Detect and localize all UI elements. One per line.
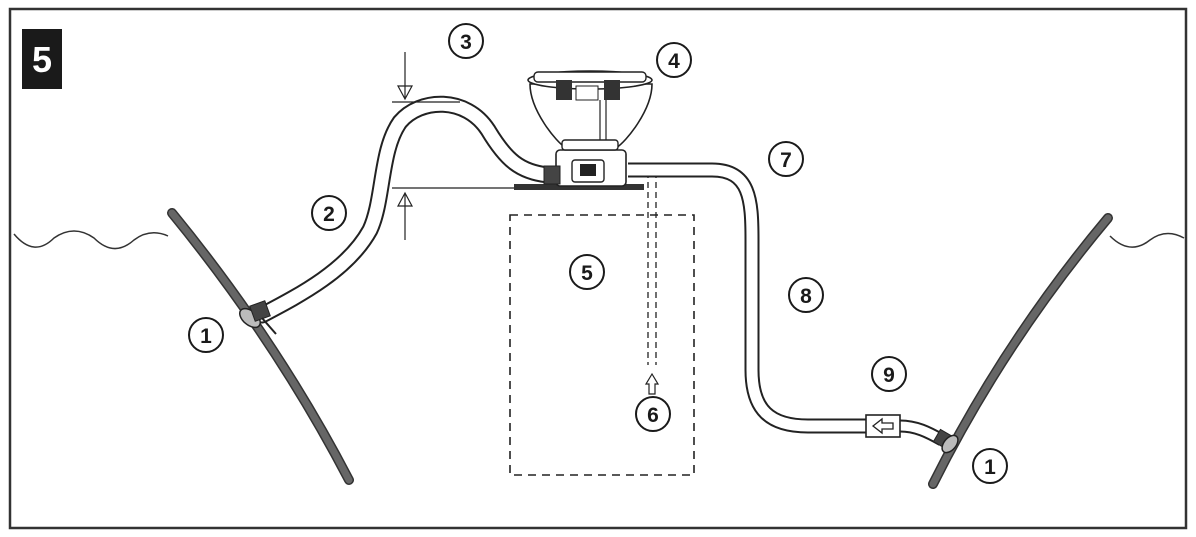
seacock-right bbox=[932, 428, 959, 454]
callout-4-label: 4 bbox=[668, 50, 680, 73]
callout-7-label: 7 bbox=[780, 149, 792, 172]
waterline-right bbox=[1109, 232, 1185, 248]
callout-6: 6 bbox=[635, 396, 671, 432]
callout-7: 7 bbox=[768, 141, 804, 177]
callout-2: 2 bbox=[311, 195, 347, 231]
height-dimension bbox=[392, 52, 520, 240]
callout-1b: 1 bbox=[972, 448, 1008, 484]
toilet-unit bbox=[514, 70, 653, 190]
vent-tube bbox=[644, 172, 660, 395]
callout-4: 4 bbox=[656, 42, 692, 78]
inlet-hose bbox=[253, 95, 557, 324]
seacock-left bbox=[239, 300, 277, 335]
callout-1b-label: 1 bbox=[984, 456, 996, 479]
step-badge: 5 bbox=[22, 29, 62, 89]
callout-1a-label: 1 bbox=[200, 325, 212, 348]
callout-8-label: 8 bbox=[800, 285, 812, 308]
callout-8: 8 bbox=[788, 277, 824, 313]
callout-2-label: 2 bbox=[323, 203, 335, 226]
callout-3: 3 bbox=[448, 23, 484, 59]
callout-1a: 1 bbox=[188, 317, 224, 353]
callout-9-label: 9 bbox=[883, 364, 895, 387]
outlet-hose bbox=[628, 162, 946, 446]
waterline-left bbox=[13, 230, 169, 250]
callout-5: 5 bbox=[569, 254, 605, 290]
callout-5-label: 5 bbox=[581, 262, 593, 285]
holding-tank bbox=[509, 214, 695, 476]
check-valve bbox=[865, 414, 901, 438]
step-number: 5 bbox=[32, 39, 52, 80]
callout-3-label: 3 bbox=[460, 31, 472, 54]
callout-6-label: 6 bbox=[647, 404, 659, 427]
callout-9: 9 bbox=[871, 356, 907, 392]
